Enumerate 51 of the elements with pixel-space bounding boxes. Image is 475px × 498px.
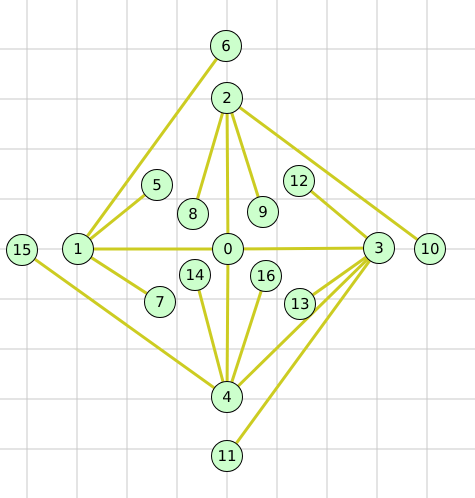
node-label: 11 (217, 447, 237, 465)
edge-line (237, 258, 369, 387)
node-label: 2 (222, 89, 232, 107)
graph-node (177, 198, 209, 230)
edge-line (312, 256, 367, 296)
edge-line (226, 264, 230, 382)
node-label: 15 (12, 241, 32, 259)
edge-line (230, 112, 260, 198)
node-label: 5 (152, 176, 162, 194)
graph-node (144, 286, 176, 318)
graph-node (211, 440, 243, 472)
graph-node (210, 30, 242, 62)
node-label: 8 (188, 205, 198, 223)
node-label: 3 (374, 239, 384, 257)
edge-line (86, 58, 218, 237)
node-label: 14 (185, 266, 205, 284)
node-label: 10 (420, 240, 440, 258)
edge-line (230, 290, 263, 382)
graph-node (179, 259, 211, 291)
node-label: 6 (221, 37, 231, 55)
edge-line (90, 256, 148, 295)
graph-node (363, 232, 395, 264)
graph-node (284, 288, 316, 320)
node-label: 13 (290, 295, 310, 313)
graph-node (212, 233, 244, 265)
graph-node (283, 165, 315, 197)
edge-line (244, 246, 364, 250)
edge-line (310, 190, 368, 239)
graph-node (211, 82, 243, 114)
node-label: 1 (73, 240, 83, 258)
edge-line (198, 290, 224, 382)
graph-node (247, 196, 279, 228)
node-label: 9 (258, 203, 268, 221)
graph-node (250, 260, 282, 292)
edge-line (89, 194, 146, 240)
graph-node (62, 233, 94, 265)
node-label: 16 (256, 267, 276, 285)
graph-node (6, 234, 38, 266)
graph-node (141, 169, 173, 201)
edge-line (34, 258, 215, 389)
node-label: 7 (155, 293, 165, 311)
node-label: 12 (289, 172, 309, 190)
node-label: 4 (222, 388, 232, 406)
edge-line (238, 106, 418, 241)
edge-line (235, 260, 371, 444)
edge-line (226, 114, 230, 234)
graph-node (414, 233, 446, 265)
edge-line (94, 248, 212, 250)
graph-node (211, 381, 243, 413)
node-label: 0 (223, 240, 233, 258)
edge-line (196, 112, 224, 200)
